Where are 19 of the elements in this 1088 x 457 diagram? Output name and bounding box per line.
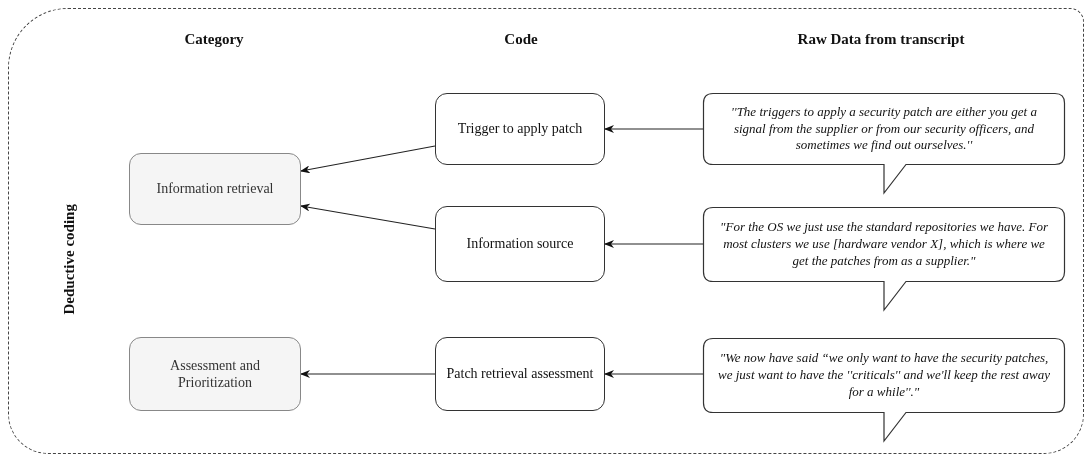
code-box: Trigger to apply patch bbox=[435, 93, 605, 165]
arrow bbox=[604, 240, 704, 248]
category-box: Information retrieval bbox=[129, 153, 301, 225]
quote-text: ''The triggers to apply a security patch are either you get a signal from the supplier or from our security officers, and sometimes we find out ourselves.'' bbox=[730, 103, 1038, 155]
quote-text: "For the OS we just use the standard repositories we have. For most clusters we use [hardware vendor X], which is where we get the patches from as a supplier." bbox=[719, 219, 1049, 270]
arrow bbox=[300, 145, 436, 174]
quote-text: "We now have said “we only want to have the security patches, we just want to have the ''criticals'' and we'll keep the rest away for a while''." bbox=[717, 350, 1051, 401]
arrow bbox=[604, 370, 704, 378]
column-header: Code bbox=[504, 29, 538, 49]
category-box: Assessment and Prioritization bbox=[129, 337, 301, 411]
arrow bbox=[300, 370, 436, 378]
arrow bbox=[300, 203, 436, 230]
vertical-title: Deductive coding bbox=[59, 203, 78, 315]
code-box: Information source bbox=[435, 206, 605, 282]
arrow bbox=[604, 125, 704, 133]
dashed-container bbox=[8, 8, 1084, 454]
code-box: Patch retrieval assessment bbox=[435, 337, 605, 411]
column-header: Raw Data from transcript bbox=[797, 29, 965, 49]
column-header: Category bbox=[184, 29, 244, 49]
